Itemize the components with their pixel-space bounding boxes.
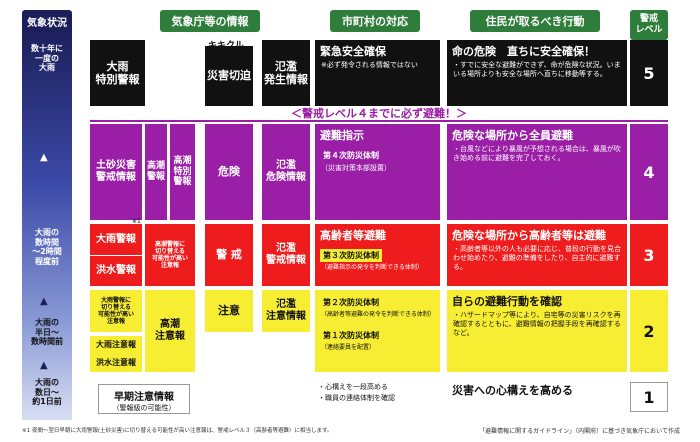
weather-row3: 大雨の 数時間 ～2時間 程度前 bbox=[32, 228, 62, 266]
municipal-level1-item1: ・心構えを一段高める bbox=[318, 383, 388, 391]
heavy-rain-warning: 大雨警報 bbox=[96, 233, 136, 245]
municipal-level1: ・心構えを一段高める ・職員の連絡体制を確認 bbox=[318, 382, 443, 412]
storm-surge-advisory: 高潮 注意報 bbox=[145, 290, 195, 372]
footnote-mark: ※1 bbox=[132, 218, 141, 225]
municipal-level1-item2: ・職員の連絡体制を確認 bbox=[318, 394, 395, 403]
storm-surge-special-warning: 高潮 特別 警報 bbox=[170, 124, 195, 220]
emergency-safety-note: ※必ず発令される情報ではない bbox=[321, 61, 418, 69]
action-level3-body: ・高齢者等以外の人も必要に応じ、普段の行動を見合わせ始めたり、避難の準備をしたり… bbox=[453, 245, 621, 271]
disaster-system-4-sub: （災害対策本部設置） bbox=[321, 164, 391, 172]
early-warning-info: 早期注意情報 （警報級の可能性） bbox=[98, 384, 190, 414]
flood-warning-info: 氾濫 警戒情報 bbox=[262, 224, 310, 286]
action-level2-title: 自らの避難行動を確認 bbox=[452, 295, 562, 308]
heavy-rain-special-warning: 大雨 特別警報 bbox=[90, 40, 145, 106]
alert-level-4: 4 bbox=[630, 124, 668, 220]
disaster-system-3-sub: （避難指示の発令を判断できる体制） bbox=[321, 264, 423, 271]
action-level1-title: 災害への心構えを高める bbox=[452, 384, 573, 397]
up-arrow-icon: ▲ bbox=[40, 296, 48, 307]
kikikuru-caution: 注意 bbox=[205, 290, 253, 332]
action-level5-title: 命の危険 直ちに安全確保！ bbox=[452, 45, 595, 58]
heavy-rain-flood-advisories: 大雨注意報 洪水注意報 bbox=[90, 336, 142, 372]
action-level2: 自らの避難行動を確認 ・ハザードマップ等により、自宅等の災害リスクを再確認すると… bbox=[447, 290, 627, 372]
kikikuru-warning: 警 戒 bbox=[205, 224, 253, 286]
disaster-system-3-tag: 第３次防災体制 bbox=[320, 249, 382, 262]
heavy-rain-flood-warnings: 大雨警報 洪水警報 bbox=[90, 224, 142, 286]
storm-surge-advisory-high: 高潮警報に 切り替える 可能性が高い 注意報 bbox=[145, 224, 195, 286]
emergency-safety-title: 緊急安全確保 bbox=[320, 45, 386, 58]
early-warning-title: 早期注意情報 bbox=[114, 392, 174, 403]
header-weather-status: 気象状況 bbox=[22, 10, 72, 32]
header-municipal: 市町村の対応 bbox=[330, 10, 420, 32]
kikikuru-disaster-cut: 災害切迫 bbox=[205, 46, 253, 106]
up-arrow-icon: ▲ bbox=[40, 360, 48, 371]
disaster-system-1-tag: 第１次防災体制 bbox=[323, 330, 379, 340]
weather-row5: 数十年に 一度の 大雨 bbox=[31, 44, 63, 73]
flood-advisory: 洪水注意報 bbox=[96, 358, 136, 368]
municipal-level4: 避難指示 第４次防災体制 （災害対策本部設置） bbox=[315, 124, 440, 220]
action-level5-body: ・すでに安全な避難ができず、命が危険な状況。いまいる場所よりも安全な場所へ直ちに… bbox=[453, 61, 621, 78]
alert-level-1: 1 bbox=[630, 382, 668, 412]
action-level2-body: ・ハザードマップ等により、自宅等の災害リスクを再確認するとともに、避難情報の把握… bbox=[453, 311, 621, 337]
footnote-left: ※1 夜間～翌日早朝に大雨警報(土砂災害)に切り替える可能性が高い注意報は、警戒… bbox=[22, 428, 333, 434]
action-level4-title: 危険な場所から全員避難 bbox=[452, 129, 573, 142]
header-residents: 住民が取るべき行動 bbox=[470, 10, 600, 32]
weather-row1: 大雨の 数日～ 約1日前 bbox=[32, 378, 62, 407]
action-level5: 命の危険 直ちに安全確保！ ・すでに安全な避難ができず、命が危険な状況。いまいる… bbox=[447, 40, 627, 106]
header-alert-level: 警戒 レベル bbox=[630, 10, 668, 40]
action-level3-title: 危険な場所から高齢者等は避難 bbox=[452, 229, 606, 242]
elderly-evac-title: 高齢者等避難 bbox=[320, 229, 386, 242]
disaster-system-2-sub: （高齢者等避難の発令を判断できる体制） bbox=[321, 311, 435, 318]
flood-occurred-info: 氾濫 発生情報 bbox=[262, 40, 310, 106]
up-arrow-icon: ▲ bbox=[40, 152, 48, 163]
storm-surge-warning: 高潮 警報 bbox=[145, 124, 167, 220]
heavy-rain-advisory-switch: 大雨警報に 切り替える 可能性が高い 注意報 bbox=[90, 290, 142, 332]
alert-level-3: 3 bbox=[630, 224, 668, 286]
municipal-level2: 第２次防災体制 （高齢者等避難の発令を判断できる体制） 第１次防災体制 （連絡要… bbox=[315, 290, 440, 372]
kikikuru-danger: 危険 bbox=[205, 124, 253, 220]
early-warning-sub: （警報級の可能性） bbox=[112, 404, 176, 412]
flood-danger-info: 氾濫 危険情報 bbox=[262, 124, 310, 220]
alert-level-2: 2 bbox=[630, 290, 668, 372]
action-level4: 危険な場所から全員避難 ・台風などにより暴風が予想される場合は、暴風が吹き始める… bbox=[447, 124, 627, 220]
disaster-system-1-sub: （連絡要員を配置） bbox=[321, 343, 376, 351]
action-level4-body: ・台風などにより暴風が予想される場合は、暴風が吹き始める前に避難を完了しておく。 bbox=[453, 145, 621, 162]
header-jma-info: 気象庁等の情報 bbox=[160, 10, 260, 32]
heavy-rain-advisory: 大雨注意報 bbox=[96, 340, 136, 350]
weather-gradient-column bbox=[22, 28, 72, 420]
action-level3: 危険な場所から高齢者等は避難 ・高齢者等以外の人も必要に応じ、普段の行動を見合わ… bbox=[447, 224, 627, 286]
landslide-alert-info: 土砂災害 警戒情報 bbox=[90, 124, 142, 220]
disaster-system-2-tag: 第２次防災体制 bbox=[323, 298, 379, 307]
alert-level-5: 5 bbox=[630, 40, 668, 106]
municipal-level3: 高齢者等避難 第３次防災体制 （避難指示の発令を判断できる体制） bbox=[315, 224, 440, 286]
flood-attention-info: 氾濫 注意情報 bbox=[262, 290, 310, 332]
evacuate-banner: ＜警戒レベル４までに必ず避難！＞ bbox=[90, 107, 668, 122]
disaster-system-4-tag: 第４次防災体制 bbox=[323, 151, 379, 160]
municipal-level5: 緊急安全確保 ※必ず発令される情報ではない bbox=[315, 40, 440, 106]
footnote-right: 「避難情報に関するガイドライン」（内閣府）に基づき気象庁において作成 bbox=[479, 428, 680, 435]
weather-row2: 大雨の 半日～ 数時間前 bbox=[31, 318, 63, 347]
evacuation-order-title: 避難指示 bbox=[320, 129, 364, 142]
flood-warning: 洪水警報 bbox=[90, 255, 142, 286]
